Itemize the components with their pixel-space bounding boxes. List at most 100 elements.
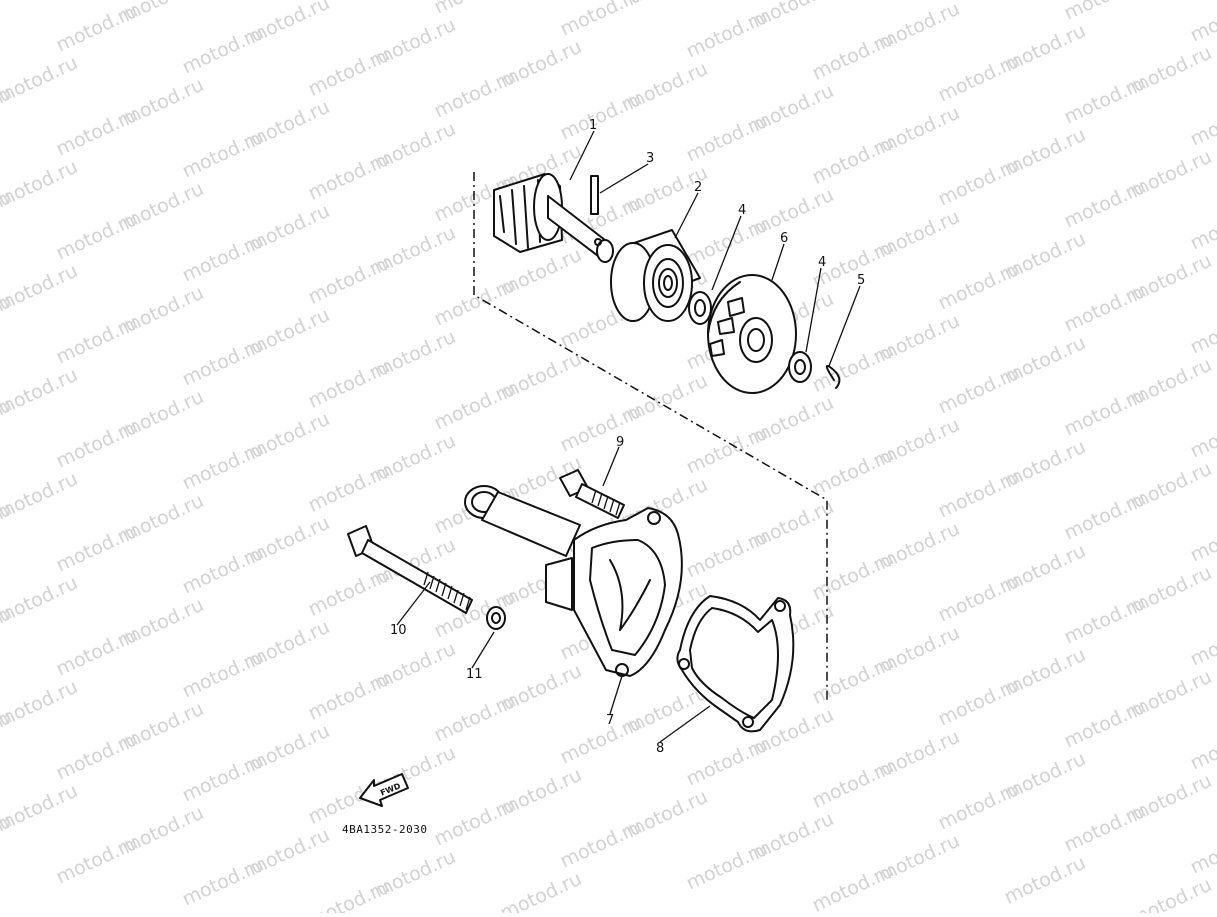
- watermark-text: motod.ru: [53, 104, 141, 161]
- pump-housing: [464, 485, 683, 677]
- assembly-frame: [473, 172, 828, 702]
- watermark-text: motod.ru: [683, 422, 771, 479]
- watermark-text: motod.ru: [497, 868, 585, 913]
- watermark-text: motod.ru: [557, 816, 645, 873]
- washer-right: [788, 351, 812, 383]
- watermark-text: motod.ru: [179, 646, 267, 703]
- callout-6: 6: [780, 231, 788, 246]
- pin: [590, 175, 599, 215]
- watermark-text: motod.ru: [1187, 510, 1217, 567]
- gasket: [676, 595, 795, 733]
- watermark-text: motod.ru: [53, 0, 141, 57]
- callout-5: 5: [857, 273, 865, 288]
- watermark-text: motod.ru: [1061, 280, 1149, 337]
- watermark-text: motod.ru: [305, 148, 393, 205]
- watermark-text: motod.ru: [431, 66, 519, 123]
- callout-2: 2: [694, 180, 702, 195]
- watermark-text: motod.ru: [179, 334, 267, 391]
- watermark-text: motod.ru: [1187, 406, 1217, 463]
- callout-10: 10: [390, 623, 407, 638]
- watermark-text: motod.ru: [1187, 0, 1217, 47]
- watermark-text: motod.ru: [53, 728, 141, 785]
- impeller: [707, 274, 797, 394]
- watermark-text: motod.ru: [935, 50, 1023, 107]
- watermark-text: motod.ru: [1061, 800, 1149, 857]
- watermark-text: motod.ru: [305, 876, 393, 913]
- watermark-text: motod.ru: [809, 652, 897, 709]
- callout-1: 1: [589, 118, 597, 133]
- watermark-text: motod.ru: [53, 832, 141, 889]
- watermark-text: motod.ru: [935, 466, 1023, 523]
- callout-11: 11: [466, 667, 483, 682]
- watermark-text: motod.ru: [557, 712, 645, 769]
- bolt-long: [347, 525, 473, 614]
- watermark-text: motod.ru: [179, 438, 267, 495]
- watermark-text: motod.ru: [1061, 696, 1149, 753]
- bearing: [610, 229, 701, 322]
- watermark-text: motod.ru: [305, 252, 393, 309]
- watermark-text: motod.ru: [683, 526, 771, 583]
- watermark-text: motod.ru: [1061, 0, 1149, 25]
- watermark-text: motod.ru: [809, 444, 897, 501]
- watermark-text: motod.ru: [557, 400, 645, 457]
- circlip: [825, 364, 841, 389]
- leader-lines: [396, 130, 861, 743]
- watermark-text: motod.ru: [179, 542, 267, 599]
- watermark-text: motod.ru: [305, 356, 393, 413]
- watermark-text: motod.ru: [305, 460, 393, 517]
- watermark-text: motod.ru: [1061, 176, 1149, 233]
- watermark-text: motod.ru: [935, 154, 1023, 211]
- watermark-text: motod.ru: [1187, 822, 1217, 879]
- watermark-text: motod.ru: [935, 362, 1023, 419]
- watermark-text: motod.ru: [683, 838, 771, 895]
- watermark-text: motod.ru: [1127, 874, 1215, 913]
- watermark-text: motod.ru: [179, 750, 267, 807]
- callout-3: 3: [646, 151, 654, 166]
- watermark-text: motod.ru: [1061, 72, 1149, 129]
- watermark-text: motod.ru: [431, 274, 519, 331]
- watermark-text: motod.ru: [809, 28, 897, 85]
- drawing-code: 4BA1352-2030: [342, 823, 427, 836]
- washer-small: [486, 606, 506, 630]
- watermark-text: motod.ru: [305, 668, 393, 725]
- watermark-text: motod.ru: [53, 624, 141, 681]
- watermark-text: motod.ru: [179, 22, 267, 79]
- watermark-text: motod.ru: [935, 258, 1023, 315]
- watermark-text: motod.ru: [0, 0, 15, 35]
- watermark-text: motod.ru: [809, 548, 897, 605]
- watermark-text: motod.ru: [53, 416, 141, 473]
- watermark-text: motod.ru: [557, 88, 645, 145]
- fwd-arrow-icon: FWD: [359, 773, 409, 807]
- watermark-text: motod.ru: [683, 6, 771, 63]
- watermark-text: motod.ru: [683, 110, 771, 167]
- watermark-text: motod.ru: [305, 564, 393, 621]
- callout-labels: 1 2 3 4 4 5 6 7 8 9 10 11: [390, 118, 865, 756]
- watermark-text: motod.ru: [1061, 488, 1149, 545]
- impeller-shaft: [493, 173, 614, 263]
- watermark-text: motod.ru: [431, 794, 519, 851]
- watermark-text: motod.ru: [53, 520, 141, 577]
- watermark-text: motod.ru: [1061, 592, 1149, 649]
- watermark-text: motod.ru: [935, 570, 1023, 627]
- watermark-text: motod.ru: [179, 230, 267, 287]
- watermark-text: motod.ru: [1187, 198, 1217, 255]
- watermark-text: motod.ru: [431, 690, 519, 747]
- watermark-text: motod.ru: [935, 674, 1023, 731]
- callout-4-left: 4: [738, 203, 746, 218]
- watermark-text: motod.ru: [935, 778, 1023, 835]
- callout-7: 7: [606, 713, 614, 728]
- callout-8: 8: [656, 741, 664, 756]
- watermark-text: motod.ru: [1187, 302, 1217, 359]
- watermark-text: motod.ru: [179, 854, 267, 911]
- watermark-text: motod.ru: [53, 312, 141, 369]
- watermark-text: motod.ru: [1187, 614, 1217, 671]
- watermark-text: motod.ru: [1187, 718, 1217, 775]
- callout-9: 9: [616, 435, 624, 450]
- watermark-text: motod.ru: [809, 132, 897, 189]
- callout-4-right: 4: [818, 255, 826, 270]
- watermark-text: motod.ru: [683, 214, 771, 271]
- watermark-text: motod.ru: [0, 0, 81, 5]
- watermark-text: motod.ru: [683, 734, 771, 791]
